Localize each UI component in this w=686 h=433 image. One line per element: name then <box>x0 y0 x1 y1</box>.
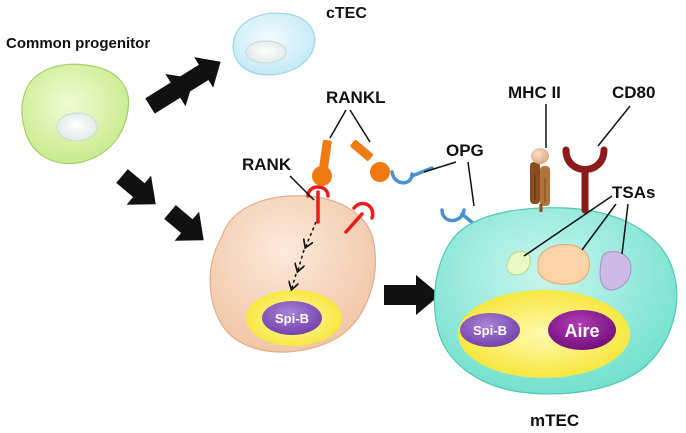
common-progenitor-label: Common progenitor <box>6 35 150 52</box>
tsa-pointer-2 <box>581 203 617 251</box>
rank-pointer <box>289 175 315 201</box>
cd80-molecule <box>562 146 608 214</box>
opg-decoy-2 <box>440 208 476 226</box>
spib-right-label: Spi-B <box>473 323 507 338</box>
ctec-label: cTEC <box>326 5 367 22</box>
rankl-label: RANKL <box>326 88 386 107</box>
spib-nucleus-right <box>460 313 520 347</box>
tsa-body-3 <box>599 251 632 291</box>
mtec-cell <box>433 207 678 395</box>
tsa-body-2 <box>537 244 590 285</box>
arrow-to-intermediate-2 <box>164 205 204 241</box>
cd80-label: CD80 <box>612 83 655 102</box>
rank-receptor-2 <box>344 201 375 234</box>
arrow-to-ctec-2 <box>180 57 221 92</box>
mhc2-label: MHC II <box>508 83 561 102</box>
tsa-pointer-1 <box>523 195 613 257</box>
mtec-label: mTEC <box>530 411 579 430</box>
rank-receptor-1 <box>306 185 330 224</box>
intermediate-cell <box>209 195 376 353</box>
aire-nucleus <box>548 310 616 350</box>
ctec-cell <box>232 12 316 76</box>
opg-pointer-2 <box>467 161 475 207</box>
progenitor-cell <box>21 63 130 165</box>
opg-decoy-1 <box>390 166 434 185</box>
signal-arrow-1 <box>306 221 317 246</box>
signal-arrow-3 <box>292 273 296 288</box>
tsa-pointer-3 <box>621 203 629 255</box>
rank-label: RANK <box>242 155 292 174</box>
rankl-ligand-2 <box>350 140 390 182</box>
arrow-to-ctec <box>145 73 195 114</box>
tsas-label: TSAs <box>612 183 655 202</box>
rankl-pointer-2 <box>349 109 371 143</box>
mhc2-molecule <box>530 148 550 212</box>
rankl-pointer-1 <box>329 109 347 139</box>
tsa-body-1 <box>506 251 531 276</box>
opg-label: OPG <box>446 141 484 160</box>
opg-pointer-1 <box>423 161 457 173</box>
aire-label: Aire <box>564 321 599 341</box>
spib-left-label: Spi-B <box>275 311 309 326</box>
cd80-pointer <box>597 105 631 147</box>
spib-nucleus-left <box>262 301 322 335</box>
arrow-to-intermediate <box>116 169 156 205</box>
rankl-ligand-1 <box>312 139 332 186</box>
arrow-to-mtec <box>384 275 440 315</box>
